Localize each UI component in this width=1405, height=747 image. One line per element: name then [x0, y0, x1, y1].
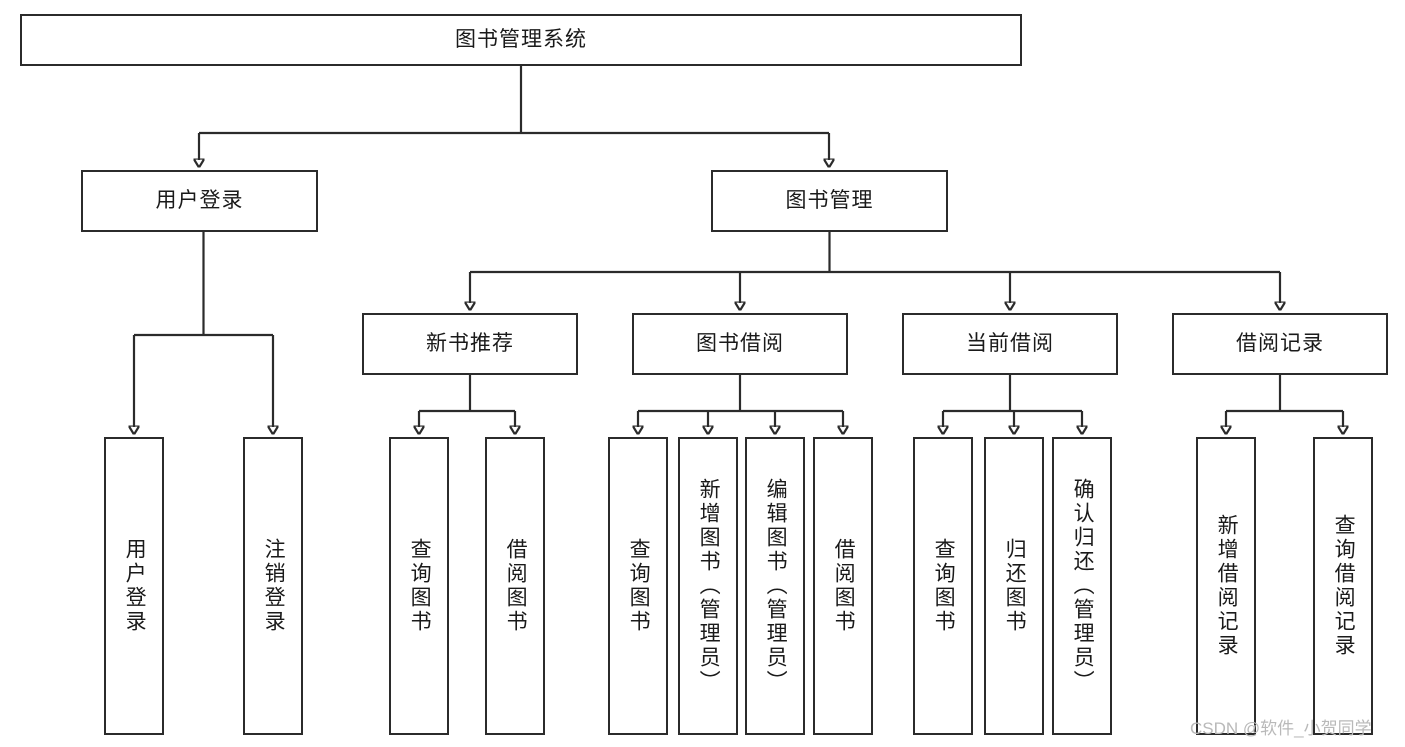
node-leaf-borrow-add-book[interactable]: 新增图书（管理员）: [678, 437, 738, 735]
watermark-text: CSDN @软件_小贺同学: [1190, 719, 1372, 738]
node-leaf-rec-add-record[interactable]: 新增借阅记录: [1196, 437, 1256, 735]
node-label: 编辑图书（管理员）: [764, 478, 788, 694]
node-label: 新增图书（管理员）: [697, 478, 721, 694]
node-leaf-rec-borrow-book[interactable]: 借阅图书: [485, 437, 545, 735]
node-leaf-borrow-borrow-book[interactable]: 借阅图书: [813, 437, 873, 735]
node-leaf-user-logout[interactable]: 注销登录: [243, 437, 303, 735]
node-leaf-cur-confirm-return[interactable]: 确认归还（管理员）: [1052, 437, 1112, 735]
node-label: 借阅图书: [832, 538, 856, 634]
node-label: 用户登录: [123, 538, 147, 634]
node-label: 查询图书: [627, 538, 651, 634]
node-leaf-borrow-query-book[interactable]: 查询图书: [608, 437, 668, 735]
node-label: 用户登录: [155, 189, 244, 213]
node-label: 查询借阅记录: [1332, 514, 1356, 658]
node-label: 新增借阅记录: [1215, 514, 1239, 658]
node-user-login[interactable]: 用户登录: [81, 170, 318, 232]
node-current-borrow[interactable]: 当前借阅: [902, 313, 1118, 375]
node-label: 图书管理: [785, 189, 874, 213]
node-book-manage[interactable]: 图书管理: [711, 170, 948, 232]
node-label: 注销登录: [262, 538, 286, 634]
node-label: 查询图书: [408, 538, 432, 634]
node-book-borrow[interactable]: 图书借阅: [632, 313, 848, 375]
node-label: 图书借阅: [696, 332, 784, 356]
node-leaf-user-login[interactable]: 用户登录: [104, 437, 164, 735]
node-label: 确认归还（管理员）: [1071, 478, 1095, 694]
node-leaf-rec-query-book[interactable]: 查询图书: [389, 437, 449, 735]
node-label: 新书推荐: [426, 332, 514, 356]
node-new-book-rec[interactable]: 新书推荐: [362, 313, 578, 375]
node-borrow-record[interactable]: 借阅记录: [1172, 313, 1388, 375]
node-leaf-borrow-edit-book[interactable]: 编辑图书（管理员）: [745, 437, 805, 735]
node-leaf-cur-query-book[interactable]: 查询图书: [913, 437, 973, 735]
node-label: 归还图书: [1003, 538, 1027, 634]
node-label: 查询图书: [932, 538, 956, 634]
node-leaf-cur-return-book[interactable]: 归还图书: [984, 437, 1044, 735]
node-root[interactable]: 图书管理系统: [20, 14, 1022, 66]
node-leaf-rec-query-record[interactable]: 查询借阅记录: [1313, 437, 1373, 735]
node-label: 借阅图书: [504, 538, 528, 634]
node-label: 图书管理系统: [455, 28, 587, 52]
node-label: 借阅记录: [1236, 332, 1324, 356]
node-label: 当前借阅: [966, 332, 1054, 356]
